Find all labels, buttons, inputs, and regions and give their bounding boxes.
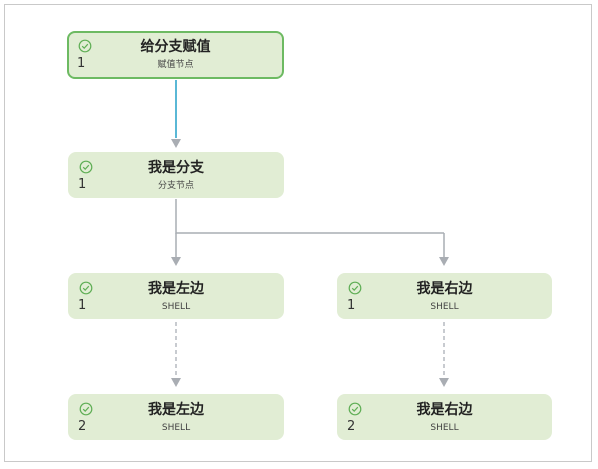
node-right-second-run[interactable]: 2 我是右边 SHELL bbox=[337, 394, 552, 440]
run-count: 1 bbox=[78, 177, 87, 192]
success-check-icon bbox=[79, 281, 93, 295]
run-count: 1 bbox=[77, 56, 86, 71]
node-title: 我是右边 bbox=[416, 281, 473, 297]
node-assign-branch[interactable]: 1 给分支赋值 赋值节点 bbox=[67, 31, 284, 79]
node-title: 给分支赋值 bbox=[140, 39, 211, 55]
success-check-icon bbox=[79, 402, 93, 416]
node-subtitle: SHELL bbox=[161, 302, 191, 312]
node-title: 我是右边 bbox=[416, 402, 473, 418]
node-branch[interactable]: 1 我是分支 分支节点 bbox=[68, 152, 284, 198]
node-subtitle: SHELL bbox=[430, 302, 459, 312]
node-right[interactable]: 1 我是右边 SHELL bbox=[337, 273, 552, 319]
node-title: 我是分支 bbox=[148, 160, 204, 176]
run-count: 2 bbox=[78, 419, 87, 434]
node-title: 我是左边 bbox=[148, 281, 204, 297]
node-subtitle: 分支节点 bbox=[157, 181, 194, 191]
edge-assign-to-branch bbox=[171, 80, 181, 148]
edge-branch-to-children bbox=[171, 199, 449, 266]
success-check-icon bbox=[78, 39, 92, 53]
run-count: 2 bbox=[347, 419, 356, 434]
run-count: 1 bbox=[347, 298, 356, 313]
node-subtitle: SHELL bbox=[161, 423, 191, 433]
success-check-icon bbox=[348, 281, 362, 295]
success-check-icon bbox=[348, 402, 362, 416]
edge-right-loop bbox=[439, 322, 449, 387]
success-check-icon bbox=[79, 160, 93, 174]
node-title: 我是左边 bbox=[148, 402, 204, 418]
node-left[interactable]: 1 我是左边 SHELL bbox=[68, 273, 284, 319]
node-subtitle: 赋值节点 bbox=[157, 60, 194, 70]
run-count: 1 bbox=[78, 298, 87, 313]
node-left-second-run[interactable]: 2 我是左边 SHELL bbox=[68, 394, 284, 440]
edge-left-loop bbox=[171, 322, 181, 387]
node-subtitle: SHELL bbox=[430, 423, 459, 433]
